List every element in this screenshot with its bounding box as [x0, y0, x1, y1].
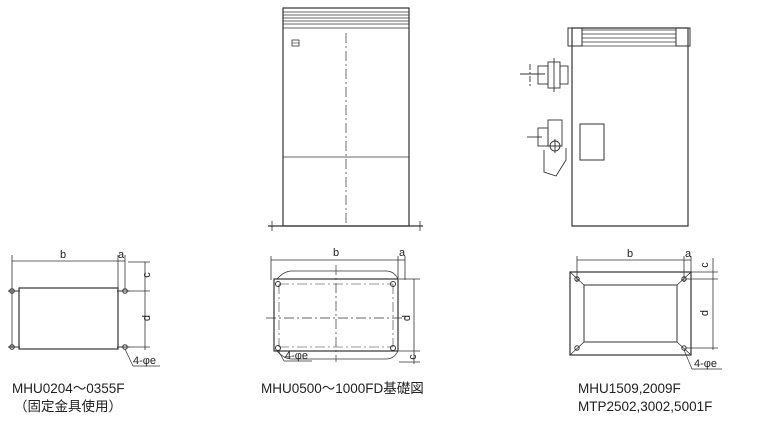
dim-c-right: c [699, 262, 711, 268]
caption-center: MHU0500～1000FD基礎図 [261, 381, 424, 396]
dim-holes-left: 4-φe [133, 355, 156, 367]
dim-b-left: b [60, 249, 66, 261]
dim-a-right: a [685, 248, 692, 260]
caption-left-line2: （固定金具使用） [14, 399, 122, 414]
dim-c-center: c [407, 354, 419, 360]
dim-d-center: d [401, 315, 413, 321]
caption-left-line1: MHU0204～0355F [12, 381, 125, 396]
fixing-bracket-holes [8, 288, 130, 350]
dim-d-right: d [699, 310, 711, 316]
anchor-bolt-holes-right [574, 276, 687, 351]
dim-holes-center: 4-φe [285, 350, 308, 362]
front-louver-grille [283, 11, 409, 29]
dim-a-left: a [118, 249, 125, 261]
anchor-bolt-holes [275, 281, 396, 351]
lower-pipe-fitting [527, 119, 567, 177]
upper-pipe-fitting [520, 58, 569, 92]
unit-front-elevation [268, 7, 423, 231]
dim-a-center: a [399, 247, 406, 259]
foundation-plan-center [266, 256, 420, 364]
dim-holes-right: 4-φe [694, 358, 717, 370]
dim-b-center: b [333, 247, 339, 259]
unit-side-view [520, 27, 691, 227]
foundation-plan-left [8, 255, 160, 367]
caption-right-line1: MHU1509,2009F [578, 381, 681, 396]
dim-c-left: c [141, 272, 153, 278]
side-panel-opening [579, 123, 605, 161]
dim-b-right: b [627, 248, 633, 260]
caption-right-line2: MTP2502,3002,5001F [578, 399, 713, 414]
foundation-plan-right [569, 256, 722, 370]
dim-d-left: d [141, 315, 153, 321]
